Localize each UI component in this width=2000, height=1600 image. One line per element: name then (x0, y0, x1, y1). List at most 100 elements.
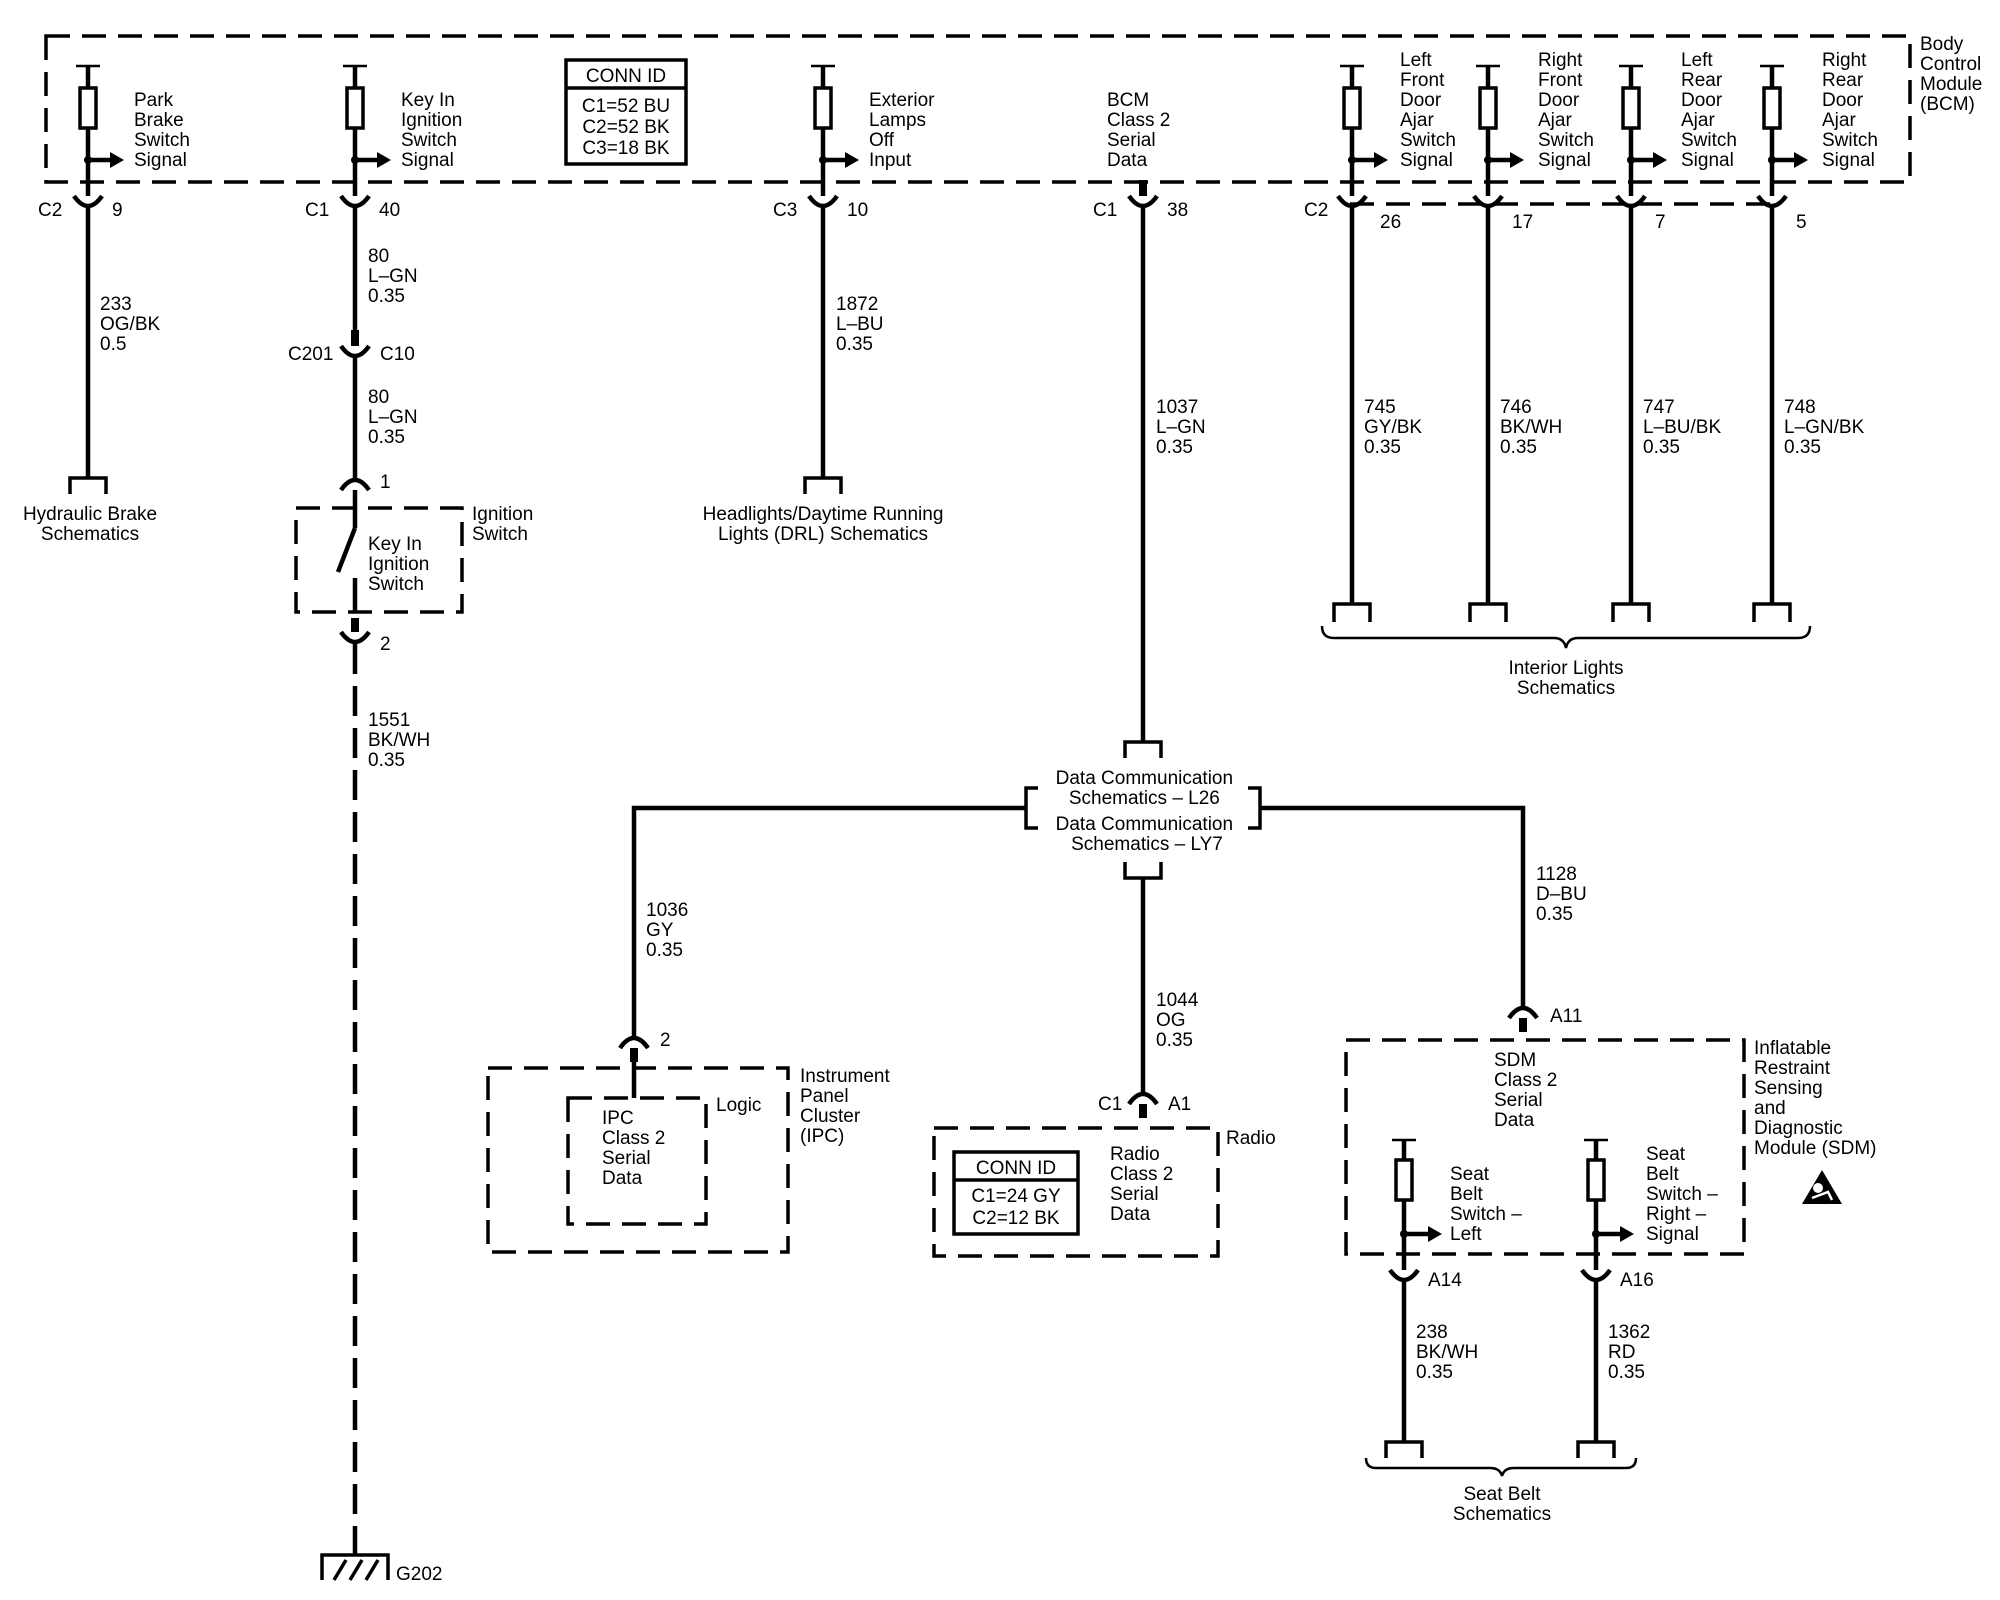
svg-text:2: 2 (660, 1030, 671, 1051)
radio-conn-id-table: CONN ID C1=24 GY C2=12 BK (952, 1150, 1080, 1236)
bcm-signal-park-terminal (72, 194, 104, 209)
bcm-signal-exterior-conn: C3 (773, 200, 797, 221)
bcm-signal-rfdoor-resistor (1478, 86, 1498, 130)
bcm-signal-keyin-pin: 40 (379, 200, 400, 221)
svg-text:2: 2 (380, 634, 391, 655)
svg-text:Data Communication Schem: Data Communication Schematics – L26 Data… (1056, 768, 1239, 855)
bcm-signal-rfdoor-pin: 17 (1512, 212, 1533, 233)
svg-text:Radio: Radio (1226, 1128, 1276, 1149)
bcm-signal-park-conn: C2 (38, 200, 62, 221)
bcm-signal-lfdoor-conn: C2 (1304, 200, 1328, 221)
connector-c201: C201 C10 (288, 330, 415, 365)
svg-text:Logic: Logic (716, 1095, 761, 1116)
svg-text:C201: C201 (288, 344, 333, 365)
ground-g202: G202 (320, 1553, 442, 1585)
svg-text:80L–GN0.35: 80L–GN0.35 (368, 246, 418, 307)
bcm-signal-lrdoor-pin: 7 (1655, 212, 1666, 233)
bcm-signal-lrdoor-terminal (1615, 194, 1647, 209)
bcm-signal-lfdoor-terminal (1336, 194, 1368, 209)
bcm-signal-serial-terminal (1127, 194, 1159, 209)
bcm-signal-exterior-arrow (845, 152, 859, 168)
bcm-signal-rrdoor-pin: 5 (1796, 212, 1807, 233)
bcm-signal-exterior-terminal (807, 194, 839, 209)
bcm-signal-park-arrow (110, 152, 124, 168)
bcm-signal-keyin-arrow (377, 152, 391, 168)
bcm-signal-keyin-resistor (345, 86, 365, 130)
bcm-signal-lfdoor-arrow (1374, 152, 1388, 168)
svg-text:G202: G202 (396, 1564, 442, 1585)
svg-text:CONN ID: CONN ID (586, 66, 666, 87)
svg-text:1: 1 (380, 472, 391, 493)
bcm-signal-park-pin: 9 (112, 200, 123, 221)
bcm-signal-rrdoor-terminal (1756, 194, 1788, 209)
bcm-signal-lrdoor-resistor (1621, 86, 1641, 130)
bcm-signal-rrdoor-arrow (1794, 152, 1808, 168)
svg-text:C10: C10 (380, 344, 415, 365)
svg-text:A14: A14 (1428, 1270, 1462, 1291)
svg-text:CONN ID: CONN ID (976, 1158, 1056, 1179)
bcm-signal-keyin-conn: C1 (305, 200, 329, 221)
svg-text:C1=24 GY: C1=24 GY (971, 1186, 1061, 1207)
svg-text:A11: A11 (1550, 1006, 1582, 1027)
bcm-signal-exterior-resistor (813, 86, 833, 130)
bcm-signal-serial-conn: C1 (1093, 200, 1117, 221)
bcm-signal-serial-pin: 38 (1167, 200, 1188, 221)
svg-text:80L–GN0.35: 80L–GN0.35 (368, 387, 418, 448)
bcm-module: Body Control Module (BCM) CONN ID C1=52 … (44, 34, 1982, 184)
svg-text:C1=52 BU: C1=52 BU (582, 96, 670, 117)
bcm-signal-lfdoor-resistor (1342, 86, 1362, 130)
bcm-signal-rrdoor-resistor (1762, 86, 1782, 130)
svg-text:C1: C1 (1098, 1094, 1122, 1115)
